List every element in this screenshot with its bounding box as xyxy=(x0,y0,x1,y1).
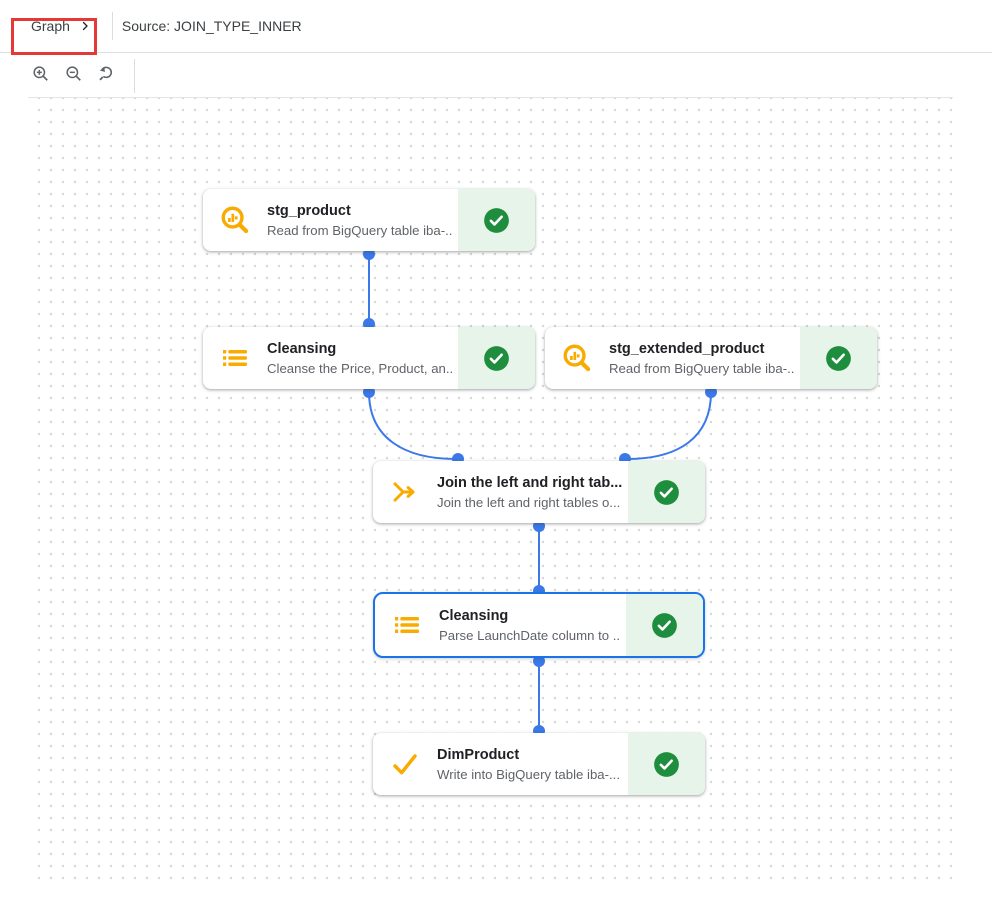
success-check-icon xyxy=(653,479,680,506)
zoom-out-icon xyxy=(64,64,84,87)
node-join[interactable]: Join the left and right tab... Join the … xyxy=(373,461,705,523)
node-text: stg_extended_product Read from BigQuery … xyxy=(609,327,800,389)
search-insights-icon xyxy=(203,189,267,251)
toolbar-divider xyxy=(134,58,135,93)
join-icon xyxy=(373,461,437,523)
node-dimproduct[interactable]: DimProduct Write into BigQuery table iba… xyxy=(373,733,705,795)
node-cleansing-1[interactable]: Cleansing Cleanse the Price, Product, an… xyxy=(203,327,535,389)
node-text: Join the left and right tab... Join the … xyxy=(437,461,628,523)
node-title: DimProduct xyxy=(437,746,520,763)
list-icon xyxy=(375,594,439,656)
node-cleansing-2-selected[interactable]: Cleansing Parse LaunchDate column to ... xyxy=(373,592,705,658)
breadcrumb-divider xyxy=(111,12,113,40)
breadcrumb-item-graph[interactable]: Graph xyxy=(31,18,70,34)
zoom-in-button[interactable] xyxy=(26,61,56,91)
node-status-success xyxy=(800,327,877,389)
node-subtitle: Read from BigQuery table iba-... xyxy=(609,360,794,376)
node-stg-extended-product[interactable]: stg_extended_product Read from BigQuery … xyxy=(545,327,877,389)
chevron-right-icon xyxy=(79,20,91,32)
node-stg-product[interactable]: stg_product Read from BigQuery table iba… xyxy=(203,189,535,251)
node-title: stg_product xyxy=(267,202,351,219)
zoom-out-button[interactable] xyxy=(59,61,89,91)
graph-toolbar xyxy=(0,54,992,97)
success-check-icon xyxy=(825,345,852,372)
node-status-success xyxy=(628,733,705,795)
success-check-icon xyxy=(651,612,678,639)
success-check-icon xyxy=(483,345,510,372)
node-title: stg_extended_product xyxy=(609,340,765,357)
node-title: Cleansing xyxy=(267,340,337,357)
node-subtitle: Join the left and right tables o... xyxy=(437,494,621,510)
success-check-icon xyxy=(653,751,680,778)
reset-zoom-icon xyxy=(97,64,117,87)
node-title: Cleansing xyxy=(439,607,509,624)
node-status-success xyxy=(628,461,705,523)
node-subtitle: Read from BigQuery table iba-... xyxy=(267,222,452,238)
node-status-success xyxy=(626,594,703,656)
node-text: DimProduct Write into BigQuery table iba… xyxy=(437,733,628,795)
success-check-icon xyxy=(483,207,510,234)
node-text: Cleansing Parse LaunchDate column to ... xyxy=(439,594,626,656)
node-status-success xyxy=(458,327,535,389)
node-subtitle: Write into BigQuery table iba-... xyxy=(437,766,620,782)
node-subtitle: Parse LaunchDate column to ... xyxy=(439,627,620,643)
zoom-in-icon xyxy=(31,64,51,87)
breadcrumb: Graph Source: JOIN_TYPE_INNER xyxy=(0,0,992,53)
breadcrumb-item-source: Source: JOIN_TYPE_INNER xyxy=(121,18,302,34)
node-text: Cleansing Cleanse the Price, Product, an… xyxy=(267,327,458,389)
node-subtitle: Cleanse the Price, Product, an... xyxy=(267,360,452,376)
node-title: Join the left and right tab... xyxy=(437,474,622,491)
list-icon xyxy=(203,327,267,389)
node-status-success xyxy=(458,189,535,251)
reset-zoom-button[interactable] xyxy=(92,61,122,91)
search-insights-icon xyxy=(545,327,609,389)
node-text: stg_product Read from BigQuery table iba… xyxy=(267,189,458,251)
check-icon xyxy=(373,733,437,795)
